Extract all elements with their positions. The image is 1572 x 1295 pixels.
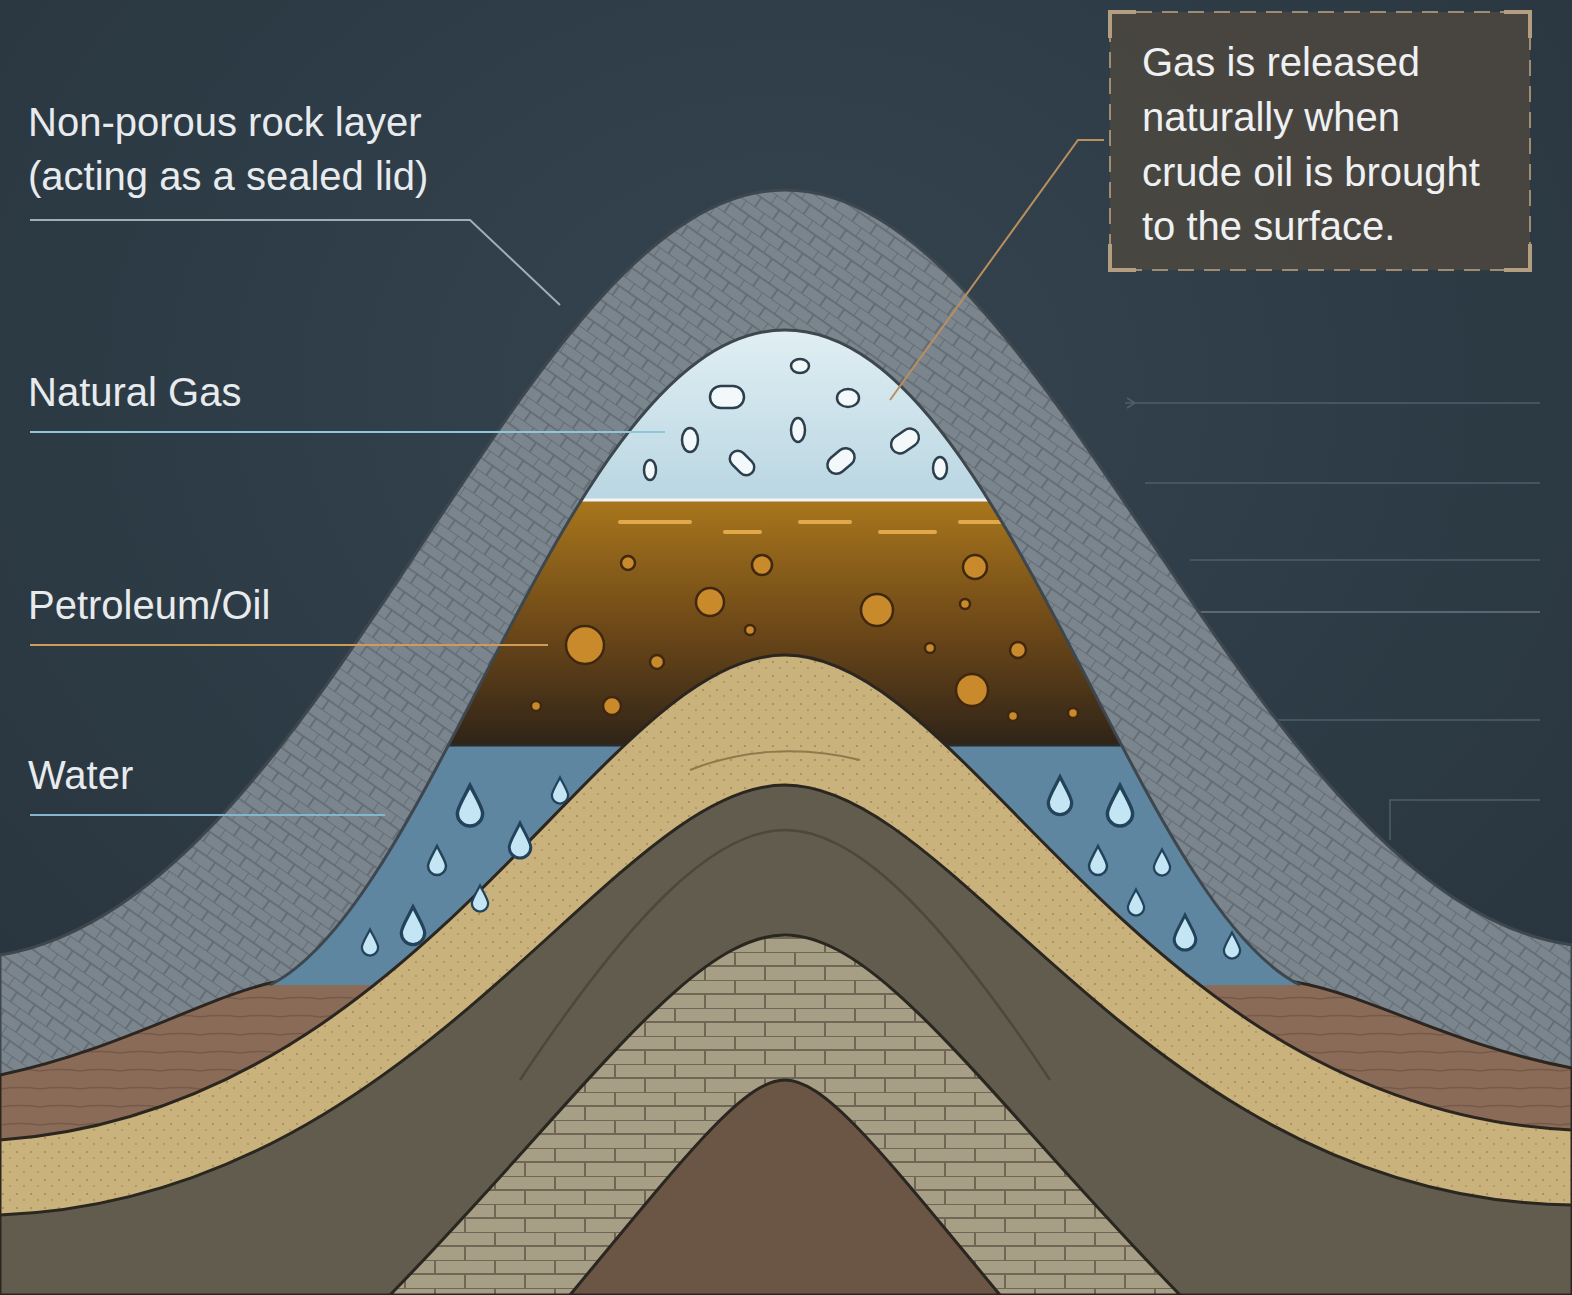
callout-text: Gas is released naturally when crude oil… <box>1142 35 1502 254</box>
gas-bubble <box>710 386 744 408</box>
oil-droplet <box>1068 708 1078 718</box>
water-drop <box>1089 846 1107 875</box>
water-drop <box>1048 777 1071 815</box>
water-drop <box>552 777 568 803</box>
gas-bubble <box>644 460 656 480</box>
callout-bracket <box>1110 244 1136 270</box>
oil-sheen <box>620 522 1010 532</box>
leader-line <box>30 814 385 816</box>
gas-bubble <box>824 444 859 477</box>
region-label: Water <box>28 748 133 802</box>
guide-line <box>1250 719 1540 721</box>
water-drop <box>1174 915 1196 950</box>
water-drop <box>1107 785 1132 826</box>
sheen-dash <box>800 520 850 524</box>
guide-line <box>1390 800 1540 840</box>
oil-droplet <box>861 594 893 626</box>
guide-arrowhead <box>1127 398 1135 408</box>
gas-bubble <box>837 389 859 407</box>
guide-line <box>1145 482 1540 484</box>
oil-droplet <box>956 674 988 706</box>
oil-droplet <box>566 626 604 664</box>
guide-line <box>1190 559 1540 561</box>
water-drop <box>1154 849 1170 875</box>
region-label: Non-porous rock layer (acting as a seale… <box>28 95 498 203</box>
leader-line <box>890 140 1104 400</box>
oil-droplet <box>531 701 541 711</box>
water-drop <box>1224 932 1240 958</box>
gas-bubble <box>726 447 757 478</box>
oil-droplet <box>621 556 635 570</box>
water-drop <box>1128 889 1144 915</box>
water-drop <box>428 846 446 875</box>
gas-bubble <box>888 425 923 457</box>
sandstone-layer <box>0 655 1572 1295</box>
oil-droplet <box>752 555 772 575</box>
oil-droplet <box>696 588 724 616</box>
leader-lines <box>30 140 1104 815</box>
region-label: Natural Gas <box>28 365 241 419</box>
callout-bracket <box>1504 244 1530 270</box>
oil-droplet <box>1008 711 1018 721</box>
water-drop <box>457 785 482 826</box>
guide-line <box>1125 402 1540 404</box>
oil-droplet <box>603 697 621 715</box>
leader-line <box>30 220 560 305</box>
gas-bubble <box>933 457 947 479</box>
water-drop <box>401 907 424 945</box>
sheen-dash <box>725 530 760 534</box>
sheen-dash <box>620 520 690 524</box>
gas-bubbles <box>644 359 947 480</box>
basement-layer <box>570 1080 1000 1295</box>
cap-rock-layer <box>0 190 1572 1295</box>
oil-droplet <box>650 655 664 669</box>
gas-bubble <box>791 359 809 373</box>
water-drop <box>472 885 488 911</box>
limestone-layer <box>390 935 1180 1295</box>
callout-bracket <box>1110 12 1136 38</box>
mudstone-layer <box>0 785 1572 1295</box>
sheen-dash <box>880 530 935 534</box>
oil-droplet <box>960 599 970 609</box>
oil-droplet <box>963 555 987 579</box>
oil-droplet <box>925 643 935 653</box>
leader-line <box>30 431 665 433</box>
region-label: Petroleum/Oil <box>28 578 270 632</box>
gas-bubble <box>682 428 698 452</box>
callout-fill <box>1110 12 1530 270</box>
gas-oil-contact <box>250 499 1320 502</box>
oil-droplet <box>1010 642 1026 658</box>
callout-bracket <box>1504 12 1530 38</box>
gas-zone <box>250 320 1320 500</box>
water-drop <box>362 929 378 955</box>
gas-bubble <box>791 418 805 442</box>
water-drop <box>509 823 531 858</box>
leader-line <box>30 644 548 646</box>
oil-droplet <box>745 625 755 635</box>
callout-box: Gas is released naturally when crude oil… <box>1108 10 1532 272</box>
